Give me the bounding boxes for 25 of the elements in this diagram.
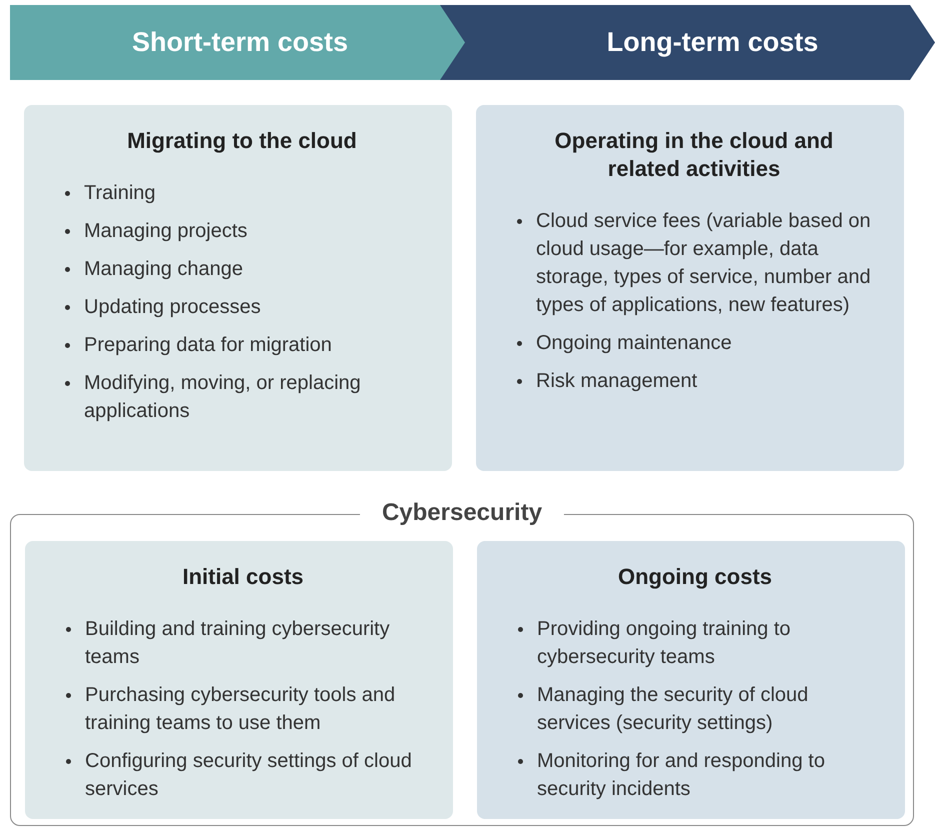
- card-heading: Ongoing costs: [618, 563, 772, 591]
- card-heading: Initial costs: [182, 563, 304, 591]
- band-label: Long-term costs: [606, 27, 818, 58]
- band-label: Short-term costs: [132, 27, 348, 58]
- bullet-text: Risk management: [536, 370, 698, 392]
- bullet-text: Managing change: [84, 258, 244, 280]
- bullet-text: Updating processes: [84, 296, 261, 318]
- card-heading: Migrating to the cloud: [127, 127, 357, 155]
- bullet-text: Ongoing maintenance: [536, 332, 732, 354]
- bullet-text: Purchasing cybersecurity tools and training teams to use them: [85, 684, 396, 734]
- cost-card: [476, 105, 904, 471]
- cost-card: [477, 541, 905, 819]
- bullet-text: Cloud service fees (variable based on cloud usage—for example, data storage, types of service, number and types of applications, new features): [536, 210, 871, 316]
- bullet-text: Training: [84, 182, 156, 204]
- bullet-text: Managing the security of cloud services (security settings): [537, 684, 808, 734]
- bullet-text: Preparing data for migration: [84, 334, 332, 356]
- bullet-text: Modifying, moving, or replacing applications: [84, 372, 361, 422]
- card-heading: Operating in the cloud and related activities: [554, 127, 834, 183]
- bullet-text: Building and training cybersecurity teams: [85, 618, 390, 668]
- cost-card: [24, 105, 452, 471]
- bullet-text: Configuring security settings of cloud services: [85, 750, 412, 800]
- bullet-text: Providing ongoing training to cybersecurity teams: [537, 618, 791, 668]
- bullet-text: Managing projects: [84, 220, 248, 242]
- bullet-text: Monitoring for and responding to security incidents: [537, 750, 825, 800]
- cost-card: [25, 541, 453, 819]
